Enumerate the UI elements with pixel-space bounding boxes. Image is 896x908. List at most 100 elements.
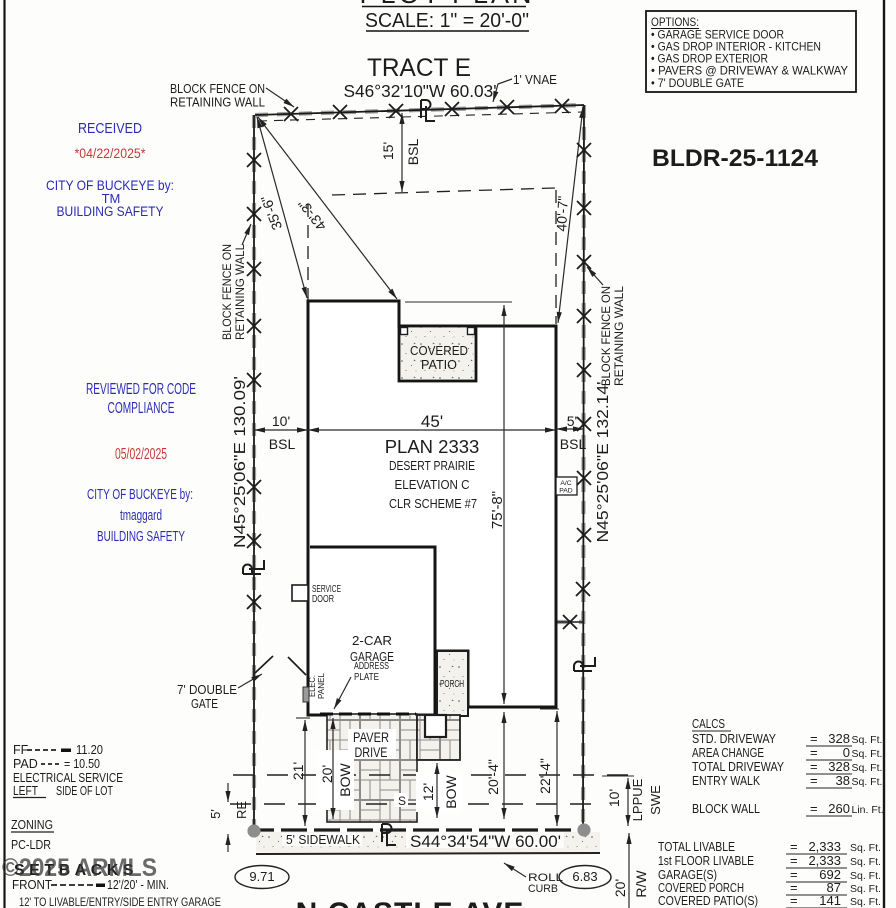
svg-text:BLDR-25-1124: BLDR-25-1124 — [652, 145, 819, 172]
svg-text:Sq. Ft.: Sq. Ft. — [850, 842, 881, 854]
svg-text:ZONING: ZONING — [11, 817, 53, 832]
svg-text:PLAN 2333: PLAN 2333 — [385, 436, 480, 457]
svg-text:LEFT: LEFT — [13, 784, 38, 798]
svg-text:S46°32'10"W 60.03': S46°32'10"W 60.03' — [344, 81, 497, 101]
svg-text:SERVICE: SERVICE — [312, 583, 341, 595]
svg-text:SIDE OF LOT: SIDE OF LOT — [56, 784, 113, 798]
svg-text:12'/20' - MIN.: 12'/20' - MIN. — [107, 878, 169, 892]
svg-text:FRONT: FRONT — [12, 878, 52, 892]
svg-text:DESERT PRAIRIE: DESERT PRAIRIE — [389, 458, 475, 473]
svg-text:BUILDING SAFETY: BUILDING SAFETY — [57, 204, 164, 219]
svg-text:AREA CHANGE: AREA CHANGE — [692, 745, 764, 760]
svg-text:S44°34'54"W 60.00': S44°34'54"W 60.00' — [410, 833, 561, 851]
svg-text:• PAVERS @ DRIVEWAY & WALKWAY: • PAVERS @ DRIVEWAY & WALKWAY — [651, 64, 848, 78]
svg-text:5' SIDEWALK: 5' SIDEWALK — [286, 832, 360, 847]
svg-text:=: = — [790, 880, 798, 895]
svg-text:5': 5' — [567, 413, 577, 429]
svg-text:11.20: 11.20 — [76, 743, 103, 757]
svg-text:2,333: 2,333 — [808, 839, 841, 854]
svg-text:21': 21' — [290, 762, 306, 780]
svg-text:15': 15' — [380, 142, 396, 160]
svg-text:=: = — [810, 745, 818, 760]
svg-text:2-CAR: 2-CAR — [352, 634, 392, 648]
svg-text:Sq. Ft.: Sq. Ft. — [850, 883, 881, 895]
svg-text:• 7' DOUBLE GATE: • 7' DOUBLE GATE — [651, 76, 744, 90]
svg-text:LPPUE: LPPUE — [630, 778, 645, 821]
svg-text:N CASTLE AVE: N CASTLE AVE — [296, 897, 525, 908]
svg-text:PORCH: PORCH — [440, 679, 464, 690]
svg-text:• GARAGE SERVICE DOOR: • GARAGE SERVICE DOOR — [651, 28, 784, 42]
svg-text:COMPLIANCE: COMPLIANCE — [108, 400, 175, 417]
svg-text:=: = — [790, 893, 798, 908]
svg-text:ELEC.: ELEC. — [307, 675, 317, 697]
svg-text:Sq. Ft.: Sq. Ft. — [850, 870, 881, 882]
svg-text:FF: FF — [13, 743, 29, 757]
svg-text:Sq. Ft.: Sq. Ft. — [852, 734, 883, 746]
svg-text:=: = — [790, 867, 798, 882]
svg-text:Sq. Ft.: Sq. Ft. — [852, 748, 883, 760]
svg-text:BLOCK FENCE ON: BLOCK FENCE ON — [601, 286, 613, 386]
svg-text:260: 260 — [828, 801, 850, 816]
svg-text:SETBACKS: SETBACKS — [14, 862, 138, 879]
svg-text:DOOR: DOOR — [312, 593, 334, 605]
svg-text:BOW: BOW — [443, 774, 459, 808]
svg-text:*04/22/2025*: *04/22/2025* — [75, 146, 147, 161]
svg-text:75'-8": 75'-8" — [489, 491, 506, 529]
svg-text:ENTRY WALK: ENTRY WALK — [692, 773, 760, 788]
svg-text:20'-4": 20'-4" — [485, 759, 501, 795]
svg-text:TRACT E: TRACT E — [367, 54, 471, 82]
svg-text:N45°25'06"E 132.14': N45°25'06"E 132.14' — [595, 381, 612, 542]
svg-text:=: = — [810, 759, 818, 774]
svg-text:S: S — [398, 794, 406, 808]
svg-text:ROLL: ROLL — [528, 872, 563, 884]
svg-text:10': 10' — [272, 413, 290, 429]
svg-text:40'-7": 40'-7" — [553, 195, 571, 231]
svg-text:2,333: 2,333 — [808, 853, 841, 868]
svg-text:=: = — [790, 839, 798, 854]
svg-text:• GAS DROP INTERIOR - KITCHEN: • GAS DROP INTERIOR - KITCHEN — [651, 40, 821, 54]
svg-text:20': 20' — [319, 765, 335, 783]
svg-text:SWE: SWE — [648, 785, 663, 815]
svg-text:=: = — [810, 801, 818, 816]
svg-text:PAD: PAD — [13, 757, 38, 771]
svg-text:tmaggard: tmaggard — [120, 508, 162, 524]
svg-text:COVERED: COVERED — [410, 343, 468, 358]
svg-text:0: 0 — [843, 745, 850, 760]
svg-text:PLOT PLAN: PLOT PLAN — [359, 0, 534, 9]
svg-text:45': 45' — [421, 412, 443, 431]
svg-text:BUILDING SAFETY: BUILDING SAFETY — [97, 528, 185, 545]
svg-text:38: 38 — [836, 773, 850, 788]
svg-text:=: = — [810, 773, 818, 788]
svg-text:REVIEWED FOR CODE: REVIEWED FOR CODE — [86, 381, 196, 398]
svg-text:COVERED PATIO(S): COVERED PATIO(S) — [658, 893, 758, 908]
svg-text:TM: TM — [102, 191, 121, 206]
svg-text:87: 87 — [827, 880, 841, 895]
svg-text:PANEL: PANEL — [316, 673, 326, 699]
svg-text:GATE: GATE — [191, 696, 218, 711]
svg-text:RETAINING WALL: RETAINING WALL — [170, 96, 265, 110]
svg-text:CLR SCHEME #7: CLR SCHEME #7 — [389, 496, 477, 511]
svg-text:RE: RE — [234, 801, 249, 819]
svg-text:CITY OF BUCKEYE by:: CITY OF BUCKEYE by: — [87, 486, 193, 503]
svg-text:BLOCK WALL: BLOCK WALL — [692, 801, 760, 816]
svg-text:N45°25'06"E 130.09': N45°25'06"E 130.09' — [232, 376, 249, 548]
svg-text:BLOCK FENCE ON: BLOCK FENCE ON — [222, 244, 234, 340]
svg-text:BSL: BSL — [269, 436, 296, 452]
svg-text:TOTAL LIVABLE: TOTAL LIVABLE — [658, 839, 735, 854]
svg-text:ADDRESS: ADDRESS — [354, 661, 389, 672]
svg-text:12': 12' — [420, 783, 436, 801]
svg-text:43'-3": 43'-3" — [295, 196, 330, 234]
svg-text:35'-6": 35'-6" — [257, 193, 285, 232]
svg-text:9.71: 9.71 — [249, 869, 274, 884]
svg-text:STD. DRIVEWAY: STD. DRIVEWAY — [692, 731, 776, 746]
svg-text:12' TO LIVABLE/ENTRY/SIDE ENTR: 12' TO LIVABLE/ENTRY/SIDE ENTRY GARAGE — [19, 897, 221, 908]
svg-text:= 10.50: = 10.50 — [64, 757, 100, 771]
svg-text:RECEIVED: RECEIVED — [78, 120, 142, 137]
svg-text:PATIO: PATIO — [421, 357, 457, 372]
svg-text:GARAGE(S): GARAGE(S) — [658, 867, 717, 882]
svg-text:20': 20' — [612, 879, 628, 897]
svg-text:Sq. Ft.: Sq. Ft. — [850, 896, 881, 908]
svg-text:328: 328 — [828, 731, 850, 746]
svg-text:=: = — [810, 731, 818, 746]
svg-text:692: 692 — [819, 867, 841, 882]
